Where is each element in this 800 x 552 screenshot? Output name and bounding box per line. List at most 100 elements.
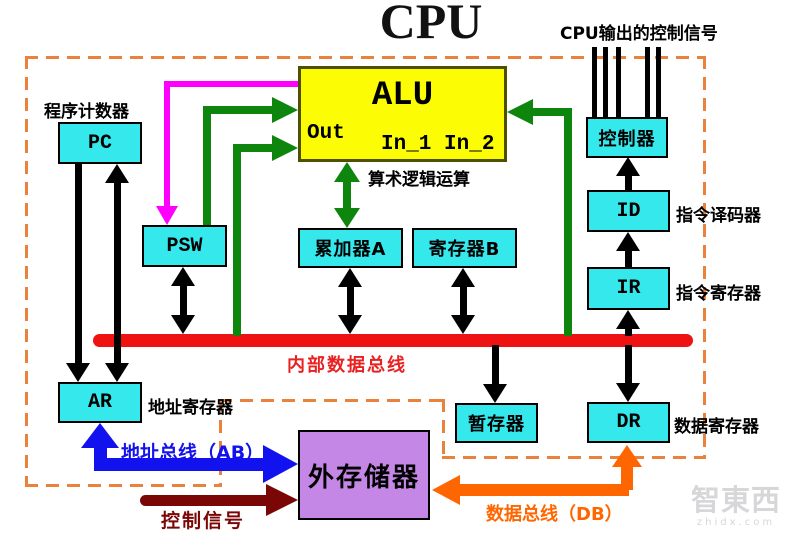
bus-to-alu-right-arrow (531, 108, 572, 116)
register-b-box: 寄存器B (412, 228, 517, 268)
bus-to-ir-arrow (625, 327, 632, 336)
ir-to-id-arrow (625, 250, 632, 268)
psw-box: PSW (142, 225, 227, 267)
arrowhead (266, 484, 298, 516)
arrowhead (171, 315, 195, 334)
alu-out-label: Out (307, 122, 345, 145)
register-b-label: 寄存器B (428, 239, 501, 260)
watermark: 智東西 zhidx.com (686, 483, 786, 529)
cpu-boundary-top (25, 56, 706, 59)
controller-box: 控制器 (586, 117, 668, 158)
instruction-decoder-label: 指令译码器 (676, 206, 761, 226)
cpu-boundary-notch-left (219, 399, 222, 487)
arrowhead (612, 445, 642, 467)
cpu-boundary-bottom-left (25, 484, 222, 487)
arrowhead (272, 97, 298, 123)
temp-register-label: 暂存器 (468, 414, 525, 435)
arrowhead (507, 99, 533, 125)
pc-to-ar-arrow (75, 164, 82, 364)
dr-box: DR (587, 402, 670, 443)
data-bus-label: 数据总线（DB） (486, 504, 623, 525)
internal-data-bus-label: 内部数据总线 (287, 355, 407, 376)
ar-box-label: AR (87, 391, 112, 414)
ir-box-label: IR (616, 277, 641, 300)
arrowhead (483, 384, 507, 403)
alu-inputs-label: In_1 In_2 (381, 133, 495, 156)
control-signal-label: 控制信号 (161, 510, 246, 532)
arrowhead (81, 423, 119, 448)
arrowhead (334, 208, 360, 228)
arrowhead (105, 164, 129, 183)
arrowhead (66, 363, 90, 382)
arrowhead (451, 268, 475, 287)
address-register-label: 地址寄存器 (148, 398, 233, 418)
control-output-line (603, 47, 608, 119)
cpu-output-control-label: CPU输出的控制信号 (560, 24, 718, 44)
data-bus-arrow (621, 466, 633, 490)
alu-accumulator-arrow (343, 180, 351, 210)
controller-label: 控制器 (598, 128, 656, 150)
psw-to-alu-arrow (203, 106, 211, 226)
control-output-line (656, 47, 661, 119)
address-bus-label: 地址总线（AB） (121, 442, 265, 464)
external-memory-box: 外存储器 (298, 430, 430, 520)
watermark-url: zhidx.com (696, 517, 776, 528)
id-to-controller-arrow (625, 175, 632, 191)
ar-box: AR (58, 382, 142, 423)
accumulator-bus-arrow (347, 286, 354, 316)
alu-box: ALU Out In_1 In_2 (298, 66, 507, 162)
data-register-label: 数据寄存器 (674, 417, 759, 437)
control-output-line (616, 47, 621, 119)
id-box: ID (587, 190, 670, 232)
cpu-boundary-right (703, 56, 706, 459)
cpu-boundary-left (25, 56, 28, 486)
arrowhead (432, 475, 460, 505)
arrowhead (156, 206, 178, 225)
arrowhead (616, 157, 640, 176)
cpu-boundary-notch-top (219, 399, 445, 402)
cpu-boundary-bottom-right (442, 456, 706, 459)
arrowhead (171, 267, 195, 286)
psw-box-label: PSW (166, 234, 203, 258)
alu-to-psw-arrow (164, 81, 298, 87)
control-signal-arrow (140, 495, 267, 506)
arrowhead (451, 315, 475, 334)
ir-box: IR (587, 267, 670, 310)
alu-caption-label: 算术逻辑运算 (368, 170, 470, 190)
control-output-line (645, 47, 650, 119)
watermark-logo: 智東西 (690, 483, 781, 517)
arrowhead (105, 363, 129, 382)
psw-bus-arrow (180, 285, 187, 316)
bus-to-alu-right-arrow (564, 108, 572, 336)
cpu-boundary-notch-right (442, 399, 445, 459)
alu-to-psw-arrow (164, 81, 170, 207)
arrowhead (272, 135, 298, 161)
registerb-bus-arrow (460, 286, 467, 316)
pc-box-label: PC (87, 131, 112, 155)
bus-to-dr-arrow (625, 345, 632, 384)
alu-title: ALU (371, 77, 434, 115)
control-output-line (592, 47, 597, 119)
bus-to-alu-left-arrow (233, 144, 273, 152)
external-memory-label: 外存储器 (307, 462, 420, 493)
arrowhead (616, 232, 640, 251)
arrowhead (263, 445, 298, 483)
ar-to-pc-arrow (114, 182, 121, 364)
bus-to-alu-left-arrow (233, 144, 241, 336)
psw-to-alu-arrow (203, 106, 273, 114)
id-box-label: ID (616, 199, 641, 223)
diagram-title: CPU (379, 0, 483, 49)
pc-box: PC (58, 122, 142, 164)
arrowhead (334, 162, 360, 182)
arrowhead (616, 383, 640, 402)
program-counter-label: 程序计数器 (44, 102, 129, 122)
arrowhead (616, 310, 640, 329)
internal-data-bus (93, 334, 693, 347)
accumulator-a-box: 累加器A (298, 228, 403, 268)
arrowhead (338, 315, 362, 334)
temp-register-box: 暂存器 (455, 403, 538, 443)
dr-box-label: DR (616, 411, 641, 434)
accumulator-a-label: 累加器A (314, 239, 387, 260)
address-bus-arrow (94, 458, 264, 471)
